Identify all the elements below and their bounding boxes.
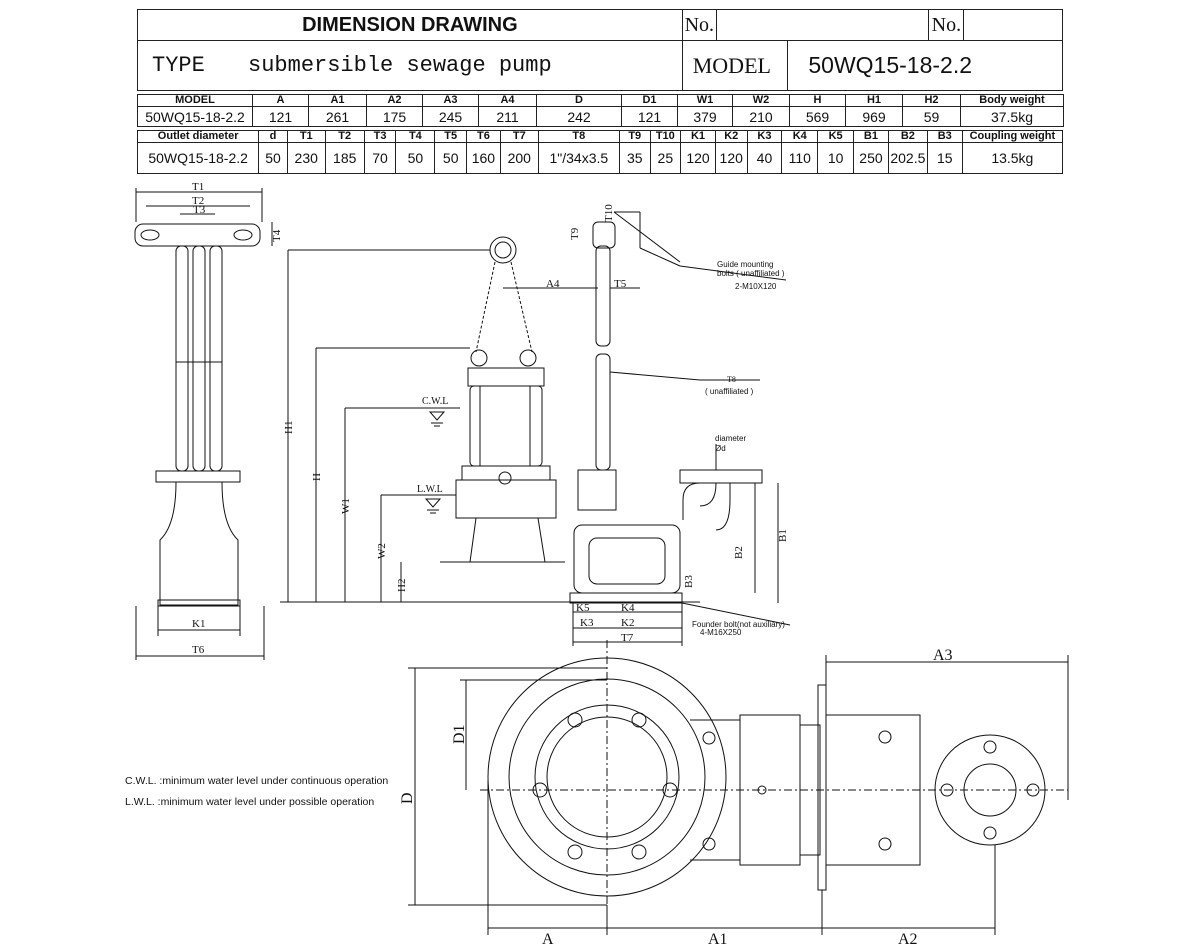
label-T3: T3: [193, 204, 206, 216]
no1-label: No.: [681, 9, 717, 41]
table1-values-12: 59: [902, 106, 961, 127]
table2-values-3: 185: [324, 142, 365, 174]
guide-text-2: bolts ( unaffiliated ): [717, 269, 785, 278]
label-T9: T9: [569, 227, 581, 240]
table1-values-1: 121: [252, 106, 309, 127]
table2-values-0: 50WQ15-18-2.2: [136, 142, 260, 174]
type-value: submersible sewage pump: [248, 53, 552, 78]
diameter-label: diameter: [715, 434, 746, 443]
table2-values-18: 202.5: [887, 142, 928, 174]
table1-values-13: 37.5kg: [960, 106, 1064, 127]
label-T10: T10: [603, 204, 615, 222]
table1-values-3: 175: [366, 106, 423, 127]
table1-values-10: 569: [789, 106, 846, 127]
label-T5: T5: [614, 278, 627, 290]
label-T1: T1: [192, 181, 204, 193]
label-B3: B3: [683, 575, 695, 588]
table2-values-16: 10: [817, 142, 855, 174]
label-A: A: [542, 931, 554, 948]
label-T7: T7: [621, 632, 634, 644]
founder-text-2: 4-M16X250: [700, 628, 742, 637]
table2-values-17: 250: [853, 142, 889, 174]
founder-text-1: Founder bolt(not auxiliary): [692, 620, 785, 629]
label-B2: B2: [733, 546, 745, 559]
table2-values-4: 70: [363, 142, 397, 174]
label-T4: T4: [271, 229, 283, 242]
spec-table: DIMENSION DRAWING No. No. TYPE submersib…: [137, 9, 1063, 91]
type-row: TYPE submersible sewage pump: [137, 40, 683, 91]
table1-values-0: 50WQ15-18-2.2: [137, 106, 253, 127]
table1-values-5: 211: [478, 106, 537, 127]
table2-values-8: 200: [499, 142, 539, 174]
model-value: 50WQ15-18-2.2: [787, 40, 1063, 91]
label-A3: A3: [933, 647, 953, 664]
table2-values-2: 230: [286, 142, 326, 174]
table2-values-7: 160: [466, 142, 501, 174]
label-H: H: [311, 473, 323, 481]
table1-values-4: 245: [422, 106, 479, 127]
diameter-symbol: Ød: [715, 444, 726, 453]
table1-values-2: 261: [308, 106, 367, 127]
label-K5: K5: [576, 602, 590, 614]
label-D: D: [399, 792, 416, 804]
table2-values-11: 25: [649, 142, 682, 174]
label-W2: W2: [376, 543, 388, 559]
label-K3: K3: [580, 617, 594, 629]
label-B1: B1: [777, 529, 789, 542]
table2-values-20: 13.5kg: [961, 142, 1064, 174]
cwl-note: C.W.L. :minimum water level under contin…: [125, 775, 389, 787]
label-A2: A2: [898, 931, 918, 948]
label-D1: D1: [451, 724, 468, 744]
drawing-title: DIMENSION DRAWING: [137, 9, 683, 41]
table2-values-12: 120: [680, 142, 716, 174]
label-K1: K1: [192, 618, 205, 630]
label-W1: W1: [340, 498, 352, 514]
label-T2: T2: [192, 195, 204, 207]
lwl-note: L.W.L. :minimum water level under possib…: [125, 796, 375, 808]
model-label: MODEL: [681, 40, 789, 91]
type-label: TYPE: [152, 53, 205, 78]
table2-values-19: 15: [926, 142, 963, 174]
guide-text-1: Guide mounting: [717, 260, 773, 269]
table2-values-15: 110: [781, 142, 819, 174]
t8-note: ( unaffiliated ): [705, 387, 754, 396]
t8-label: T8: [727, 375, 736, 384]
label-K4: K4: [621, 602, 635, 614]
table2-values-5: 50: [395, 142, 436, 174]
table1-values-6: 242: [536, 106, 622, 127]
table1-values-8: 379: [677, 106, 733, 127]
label-cwl: C.W.L: [422, 396, 448, 407]
label-lwl: L.W.L: [417, 484, 443, 495]
label-K2: K2: [621, 617, 634, 629]
table2-values-1: 50: [258, 142, 288, 174]
label-A4: A4: [546, 278, 560, 290]
label-H1: H1: [283, 421, 295, 434]
label-A1: A1: [708, 931, 728, 948]
table2-values-9: 1"/34x3.5: [537, 142, 620, 174]
no2-label: No.: [928, 9, 965, 41]
label-T6: T6: [192, 644, 205, 656]
top-bracket: [134, 223, 261, 247]
guide-text-3: 2-M10X120: [735, 282, 777, 291]
table2-values-10: 35: [618, 142, 651, 174]
table1-values-11: 969: [845, 106, 903, 127]
label-H2: H2: [396, 579, 408, 592]
